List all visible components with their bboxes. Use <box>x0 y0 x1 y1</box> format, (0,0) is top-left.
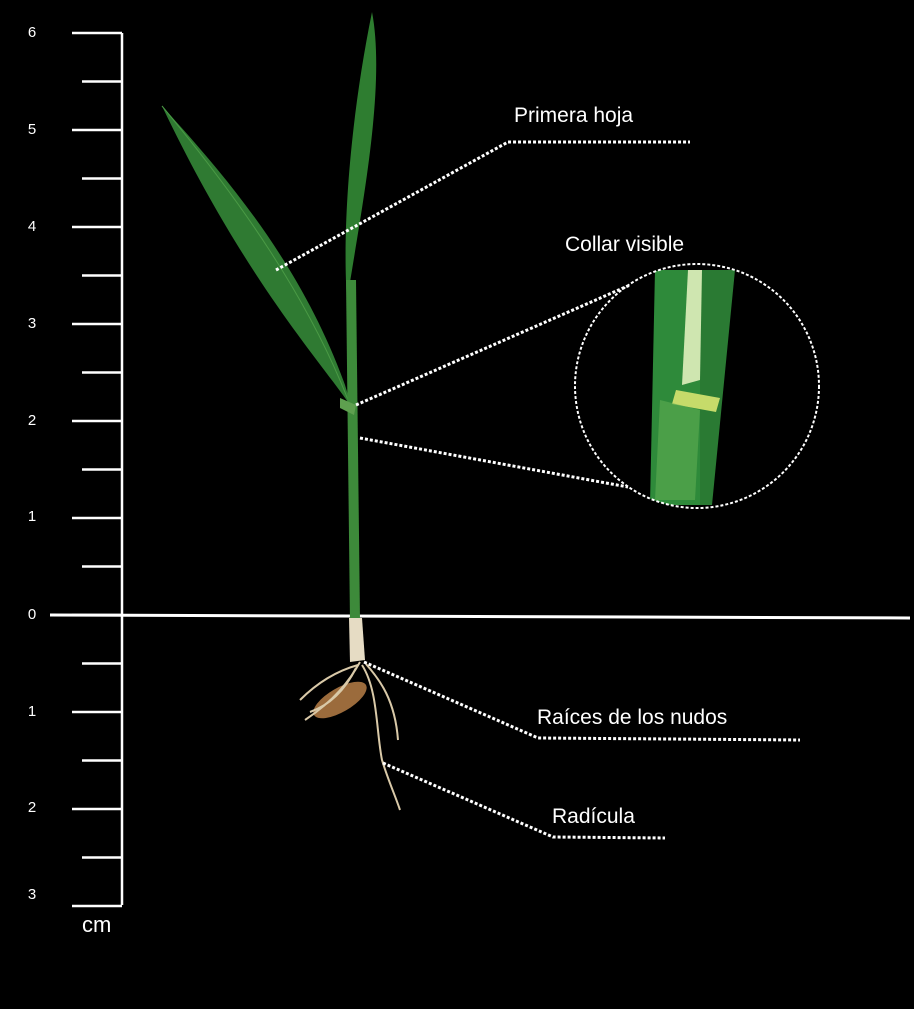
tick-label-1: 1 <box>22 508 42 525</box>
label-nodal-roots: Raíces de los nudos <box>537 706 727 730</box>
second-leaf-blade <box>346 12 377 300</box>
tick-label-0: 0 <box>22 606 42 623</box>
tick-label-4: 4 <box>22 218 42 235</box>
ground-line <box>50 615 910 618</box>
tick-label-below-3: 3 <box>22 886 42 903</box>
seed <box>308 675 372 726</box>
collar-zoom-inset <box>570 260 830 520</box>
tick-label-below-2: 2 <box>22 799 42 816</box>
tick-label-below-1: 1 <box>22 703 42 720</box>
label-first-leaf: Primera hoja <box>514 104 633 128</box>
stem-base <box>349 618 365 662</box>
unit-label: cm <box>82 912 111 938</box>
ruler-ticks <box>72 33 122 906</box>
label-visible-collar: Collar visible <box>565 233 684 257</box>
tick-label-3: 3 <box>22 315 42 332</box>
tick-label-5: 5 <box>22 121 42 138</box>
stem <box>346 280 360 622</box>
first-leaf-blade <box>162 106 352 408</box>
tick-label-6: 6 <box>22 24 42 41</box>
label-radicle: Radícula <box>552 805 635 829</box>
tick-label-2: 2 <box>22 412 42 429</box>
leader-collar-bottom <box>360 438 628 487</box>
